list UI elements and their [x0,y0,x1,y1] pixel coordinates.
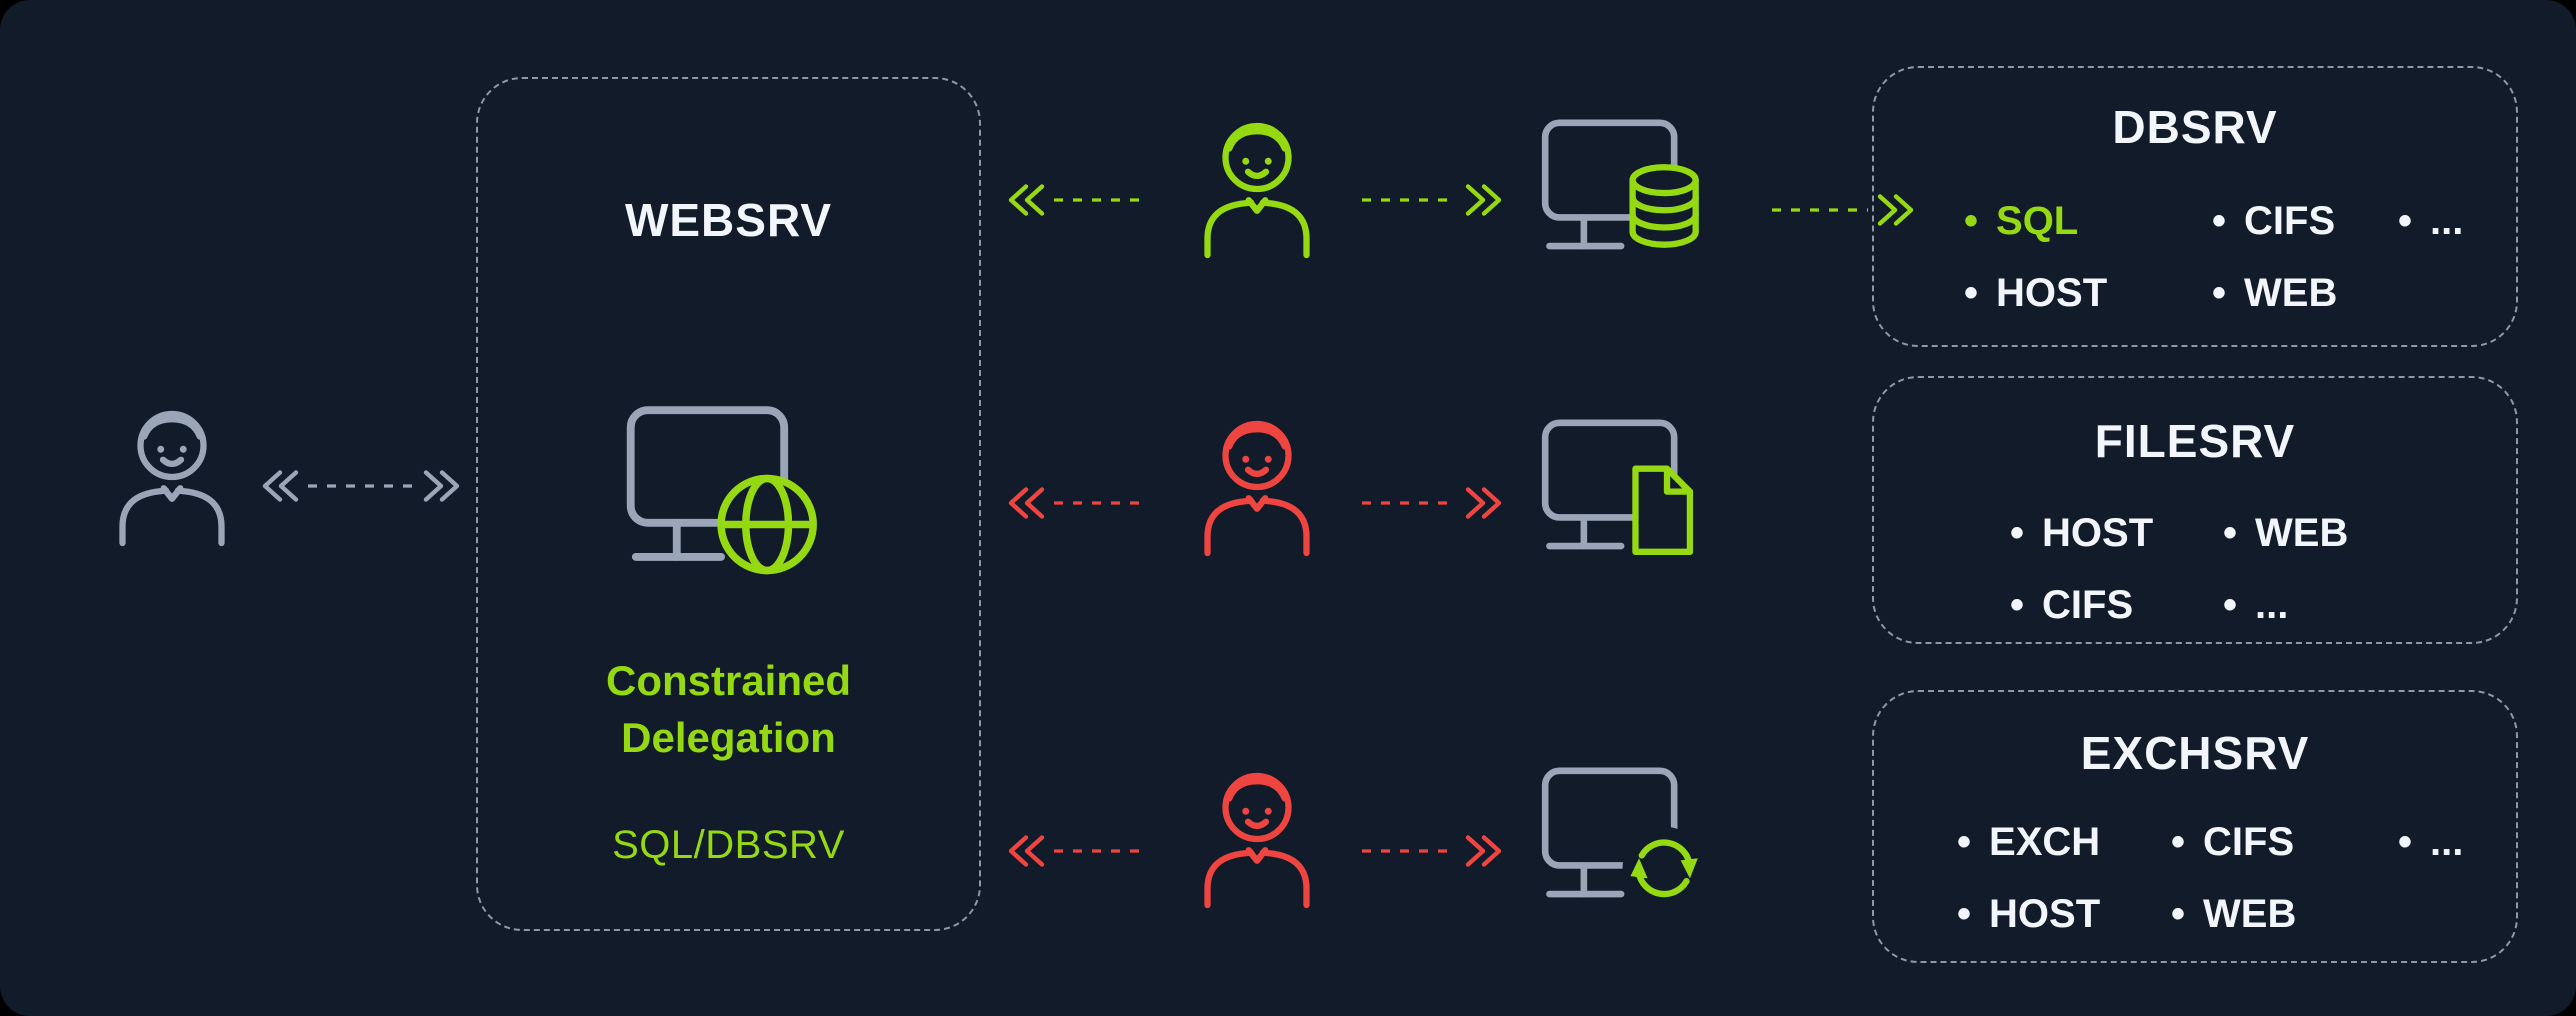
exchsrv-service-list: EXCH CIFS ... HOST WEB [1957,819,2463,937]
exchsrv-bullet-cifs: CIFS [2171,819,2398,865]
filesrv-bullet-more: ... [2223,582,2348,628]
filesrv-bullet-web: WEB [2223,510,2348,556]
filesrv-bullet-cifs: CIFS [2010,582,2223,628]
exchsrv-panel: EXCHSRV EXCH CIFS ... HOST WEB [1872,690,2518,963]
user-red-middle-icon [1182,409,1332,571]
row2-arrow-left-icon [1004,485,1148,521]
dbsrv-service-list: SQL CIFS ... HOST WEB [1964,198,2463,316]
row1-arrow-left-icon [1004,182,1148,218]
dbsrv-panel: DBSRV SQL CIFS ... HOST WEB [1872,66,2518,347]
dbsrv-title: DBSRV [2112,101,2278,153]
exchsrv-title: EXCHSRV [2080,727,2310,779]
row3-arrow-right-icon [1362,833,1506,869]
delegation-line-2: Delegation [621,714,836,761]
exchsrv-bullet-web: WEB [2171,891,2398,937]
database-server-icon [1538,114,1710,275]
web-server-monitor-globe-icon [622,400,827,591]
user-red-bottom-icon [1182,761,1332,923]
delegation-line-1: Constrained [605,657,852,704]
exchsrv-bullet-exch: EXCH [1957,819,2171,865]
dbsrv-bullet-more: ... [2398,198,2463,244]
user-websrv-double-arrow-icon [258,468,464,504]
dbsrv-bullet-host: HOST [1964,270,2212,316]
filesrv-panel: FILESRV HOST WEB CIFS ... [1872,376,2518,644]
delegation-target-label: SQL/DBSRV [612,823,845,867]
row2-arrow-right-icon [1362,485,1506,521]
exchsrv-bullet-more: ... [2398,819,2463,865]
row3-arrow-left-icon [1004,833,1148,869]
constrained-delegation-label: Constrained Delegation [478,652,979,766]
user-icon [97,399,247,561]
filesrv-title: FILESRV [2094,415,2296,467]
filesrv-bullet-host: HOST [2010,510,2223,556]
filesrv-service-list: HOST WEB CIFS ... [2010,510,2348,628]
exchange-server-icon [1538,762,1710,923]
dbsrv-bullet-cifs: CIFS [2212,198,2398,244]
user-green-icon [1182,111,1332,273]
file-server-icon [1538,414,1710,575]
row1-arrow-right-icon [1362,182,1506,218]
websrv-title: WEBSRV [624,194,833,246]
dbsrv-bullet-sql: SQL [1964,198,2212,244]
exchsrv-bullet-host: HOST [1957,891,2171,937]
dbsrv-arrow-icon [1772,192,1918,228]
websrv-panel: WEBSRV Constrained Delegation SQL/DBSRV [476,77,981,931]
dbsrv-bullet-web: WEB [2212,270,2398,316]
